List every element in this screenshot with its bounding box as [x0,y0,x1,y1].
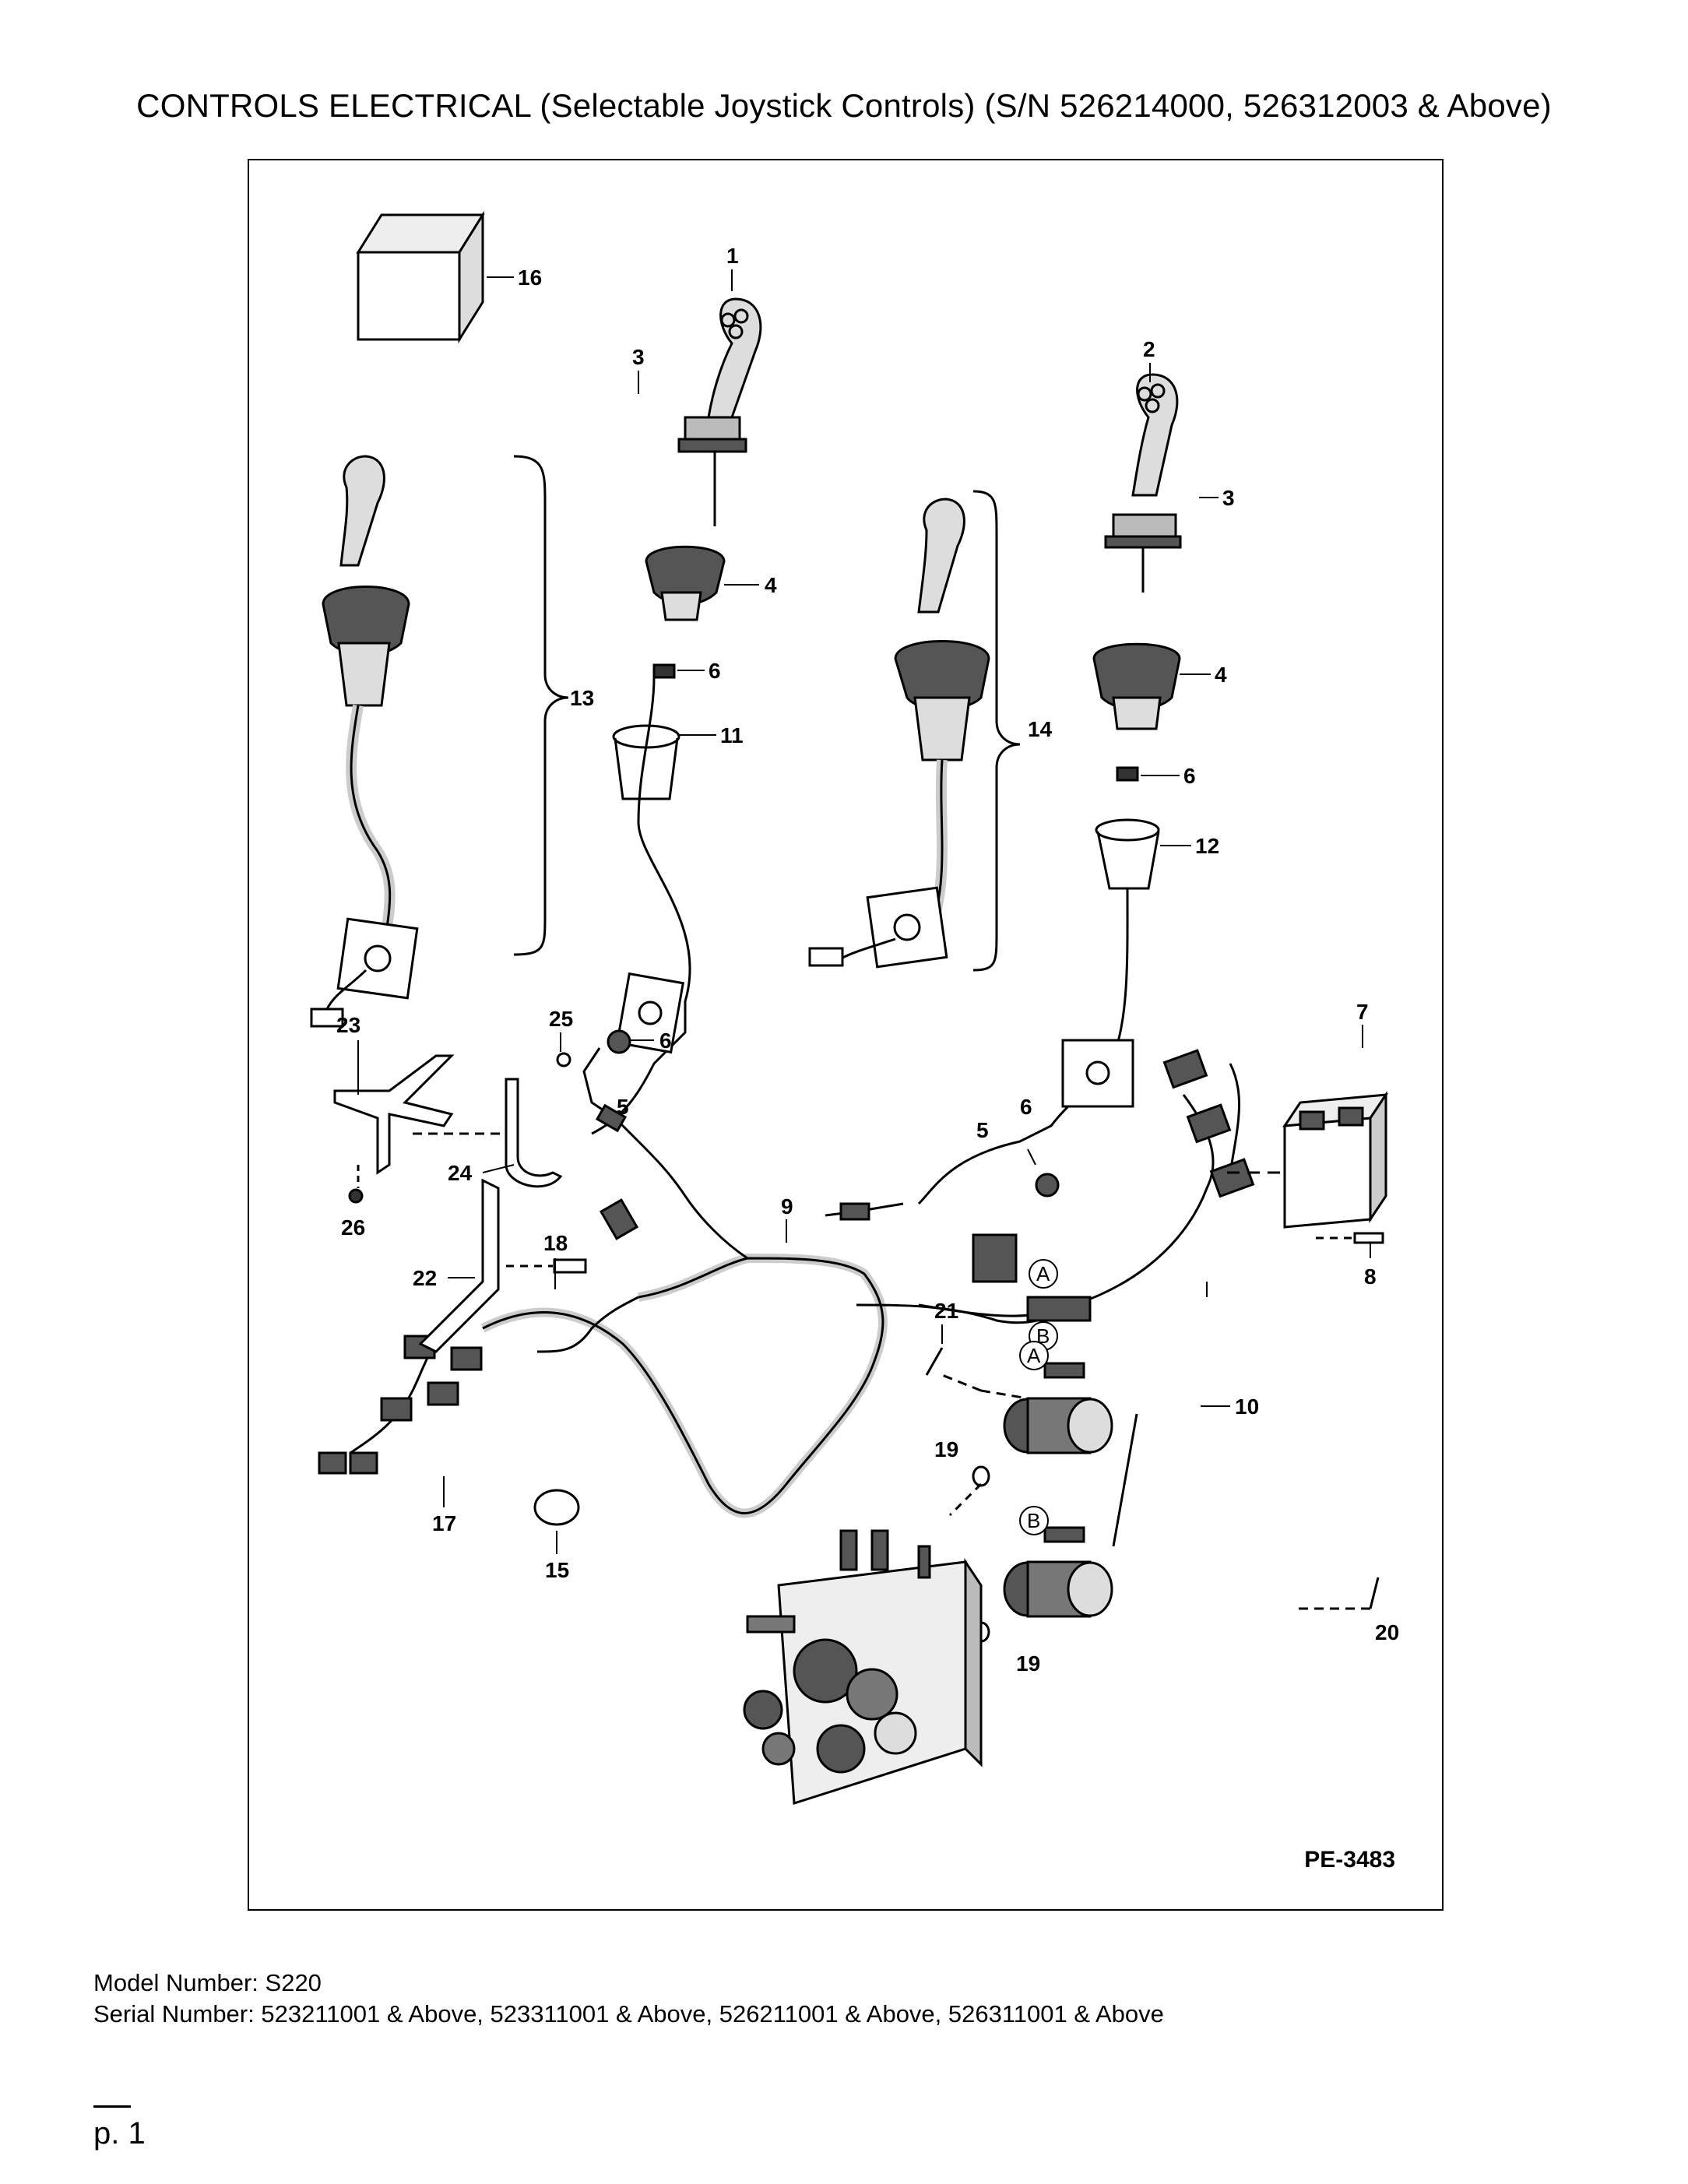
part-6-grommet-2 [1035,1173,1060,1198]
callout-14: 14 [1028,717,1053,741]
callout-8: 8 [1364,1264,1377,1289]
callout-13: 13 [570,686,594,710]
callout-19-a: 19 [934,1437,958,1461]
page-divider [93,2105,131,2108]
part-26-nut [348,1188,364,1204]
model-number: Model Number: S220 [93,1969,322,1996]
callout-18: 18 [543,1231,568,1255]
part-2-joystick-handle [1104,373,1182,593]
callout-7: 7 [1356,1000,1369,1024]
callout-22: 22 [413,1266,437,1290]
part-9-main-harness [480,1253,888,1518]
part-6-grommet-1 [607,1029,631,1054]
page-title: CONTROLS ELECTRICAL (Selectable Joystick… [136,87,1552,124]
control-valve-assembly [743,1529,983,1806]
figure-id: PE-3483 [1304,1847,1395,1873]
part-5-connector-left [582,1047,640,1143]
exploded-parts-diagram: A B A B 1 2 3 3 4 4 5 5 6 6 6 6 7 8 9 10… [248,159,1444,1911]
callout-3-left: 3 [632,345,645,369]
part-4-boot-right [1092,642,1181,730]
part-10-solenoid-b [1003,1560,1113,1618]
callout-16: 16 [518,266,542,290]
mount-plate-right [1061,1039,1134,1108]
bracket-13 [513,455,569,956]
callout-6-c: 6 [659,1029,672,1053]
callout-4-left: 4 [765,573,777,597]
callout-3-right: 3 [1222,486,1235,510]
bracket-14 [972,490,1021,972]
callout-24: 24 [448,1161,473,1185]
part-20-screw [1369,1577,1380,1609]
callout-26: 26 [341,1215,365,1240]
part-23-bracket [333,1054,455,1175]
connector-a-label-top: A [1036,1262,1050,1285]
connector-b-label-top: B [1036,1324,1050,1348]
part-11-bezel [612,724,680,800]
serial-number: Serial Number: 523211001 & Above, 523311… [93,2000,1164,2027]
connector-a-label-bottom: A [1027,1344,1041,1367]
part-6-nut-left [652,663,676,679]
callout-19-b: 19 [1016,1651,1040,1676]
part-1-joystick-handle [677,297,762,526]
part-19-oring-a [972,1465,990,1487]
page-number: p. 1 [93,2116,146,2151]
callout-6-a: 6 [709,659,721,683]
callout-6-d: 6 [1020,1095,1032,1119]
part-21-screw [925,1347,944,1376]
part-8-screw [1316,1232,1384,1244]
part-22-bracket [418,1178,500,1353]
callout-15: 15 [545,1558,569,1582]
callout-1: 1 [726,244,739,268]
part-6-nut-right [1116,766,1139,782]
connector-b-bottom [1019,1506,1049,1535]
callout-6-b: 6 [1183,764,1196,788]
part-10-solenoid-a [1003,1397,1113,1454]
part-7-controller [1282,1091,1388,1229]
diagram-canvas: A B A B 1 2 3 3 4 4 5 5 6 6 6 6 7 8 9 10… [310,210,1399,1806]
connector-b-label-bottom: B [1027,1509,1040,1532]
connector-a-top [1029,1259,1058,1289]
part-25-screw [556,1052,571,1067]
left-joystick-harness [591,677,691,1135]
callout-12: 12 [1195,834,1219,858]
callout-10: 10 [1235,1394,1259,1419]
mount-plate-left [615,972,685,1054]
callout-5-left: 5 [617,1095,629,1119]
callout-11: 11 [720,723,744,747]
callout-25: 25 [549,1007,573,1031]
part-4-boot-left [645,545,726,621]
callout-4-right: 4 [1215,663,1227,687]
callout-23: 23 [336,1013,360,1037]
callout-20: 20 [1375,1620,1399,1644]
callout-5-right: 5 [976,1118,989,1142]
part-12-bezel [1095,818,1160,890]
connector-a-bottom [1019,1341,1049,1370]
callout-2: 2 [1143,337,1155,361]
part-24-bracket [505,1078,563,1188]
callout-17: 17 [432,1511,456,1535]
part-15-clip [533,1489,580,1526]
callout-21: 21 [934,1299,958,1323]
controller-harness [918,1063,1240,1317]
part-13-assembly [310,455,419,1028]
part-14-assembly [808,498,990,969]
part-16-box [356,210,485,344]
callout-9: 9 [781,1194,793,1219]
footer-meta: Model Number: S220 Serial Number: 523211… [93,1968,1164,2030]
